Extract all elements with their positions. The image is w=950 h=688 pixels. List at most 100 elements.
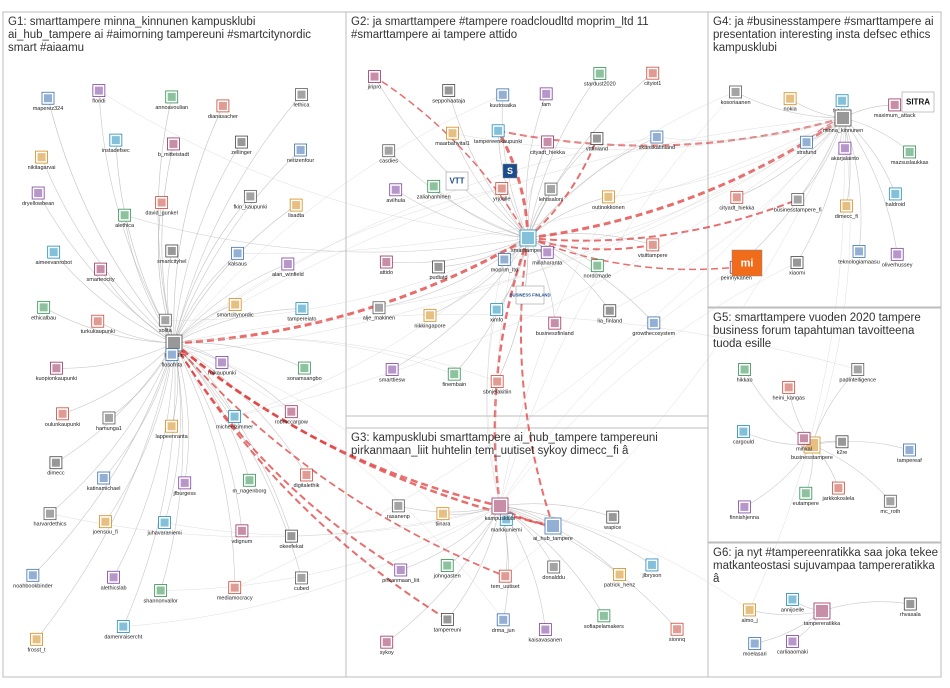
node-mazsuslaukkas[interactable]: mazsuslaukkas bbox=[891, 145, 929, 166]
node-hikkao[interactable]: hikkao bbox=[737, 363, 753, 383]
node-lappeenranta[interactable]: lappeenranta bbox=[156, 419, 189, 440]
node-tampereratikka[interactable]: tampereratikka bbox=[804, 602, 841, 627]
node-aimeevanrobot[interactable]: aimeevanrobot bbox=[35, 245, 72, 266]
node-b-mitteistadt[interactable]: b_mitteistadt bbox=[158, 137, 190, 158]
node-smarteocity[interactable]: smarteocity bbox=[87, 262, 115, 283]
node-yrjoalle[interactable]: yrjoalle bbox=[493, 182, 510, 203]
node-attido[interactable]: attido bbox=[380, 255, 393, 276]
node-wapice[interactable]: wapice bbox=[603, 510, 621, 531]
node-alethica[interactable]: alethica bbox=[115, 208, 135, 229]
node-eutampere[interactable]: eutampere bbox=[793, 486, 819, 507]
node-growthecosystem[interactable]: growthecosystem bbox=[632, 316, 676, 337]
node-mc-roth[interactable]: mc_roth bbox=[880, 494, 900, 515]
node-avilhula[interactable]: avilhula bbox=[386, 183, 406, 204]
node-flosofrita[interactable]: flosofrita bbox=[162, 348, 184, 369]
node-nikitagarvai[interactable]: nikitagarvai bbox=[28, 150, 56, 171]
node-annijoelle[interactable]: annijoelle bbox=[781, 593, 804, 613]
node-drma-jun[interactable]: drma_jun bbox=[492, 613, 515, 634]
node-tampereenkaupunki[interactable]: tampereenkaupunki bbox=[474, 124, 522, 145]
node-netizenfour[interactable]: netizenfour bbox=[287, 143, 314, 164]
node-skanskafinland[interactable]: skanskafinland bbox=[639, 130, 675, 151]
node-damenraisercht[interactable]: damenraisercht bbox=[104, 620, 143, 641]
node-heini-kangas[interactable]: heini_kangas bbox=[772, 380, 805, 401]
node-oulunkaupunki[interactable]: oulunkaupunki bbox=[45, 407, 80, 428]
node-padintelligence[interactable]: padintelligence bbox=[839, 363, 876, 383]
node-dimecc[interactable]: dimecc bbox=[47, 456, 65, 477]
node-tampereuni[interactable]: tampereuni bbox=[434, 613, 462, 633]
node-stardust2020[interactable]: stardust2020 bbox=[584, 67, 616, 88]
node-robmccargow[interactable]: robmccargow bbox=[275, 405, 308, 426]
node-alan-winfield[interactable]: alan_winfield bbox=[272, 257, 304, 278]
node-akarjalainto[interactable]: akarjalainto bbox=[831, 141, 859, 162]
node-donalddu[interactable]: donalddu bbox=[542, 560, 565, 581]
node-lisadta[interactable]: lisadta bbox=[288, 198, 305, 219]
node-seppohaataja[interactable]: seppohaataja bbox=[432, 84, 466, 104]
node-rasanenp[interactable]: rasanenp bbox=[387, 499, 410, 520]
node-ai-hub-tampere[interactable]: ai_hub_tampere bbox=[533, 517, 573, 542]
node-kalsaus[interactable]: kalsaus bbox=[228, 246, 247, 267]
node-tem-uutiset[interactable]: tem_uutiset bbox=[491, 569, 520, 590]
node-fkin-kaupunki[interactable]: fkin_kaupunki bbox=[234, 189, 268, 210]
node-smarttiesw[interactable]: smarttiesw bbox=[379, 363, 405, 384]
node-instadefsec[interactable]: instadefsec bbox=[102, 133, 130, 154]
node-carliaaomaki[interactable]: carliaaomaki bbox=[777, 635, 808, 655]
node-mihkal[interactable]: mihkal bbox=[796, 431, 812, 452]
node-lethica[interactable]: lethica bbox=[294, 88, 311, 109]
node-lehtisaloni[interactable]: lehtisaloni bbox=[539, 182, 563, 203]
node-maximum-attack[interactable]: maximum_attack bbox=[874, 98, 916, 119]
node-nikkingapore[interactable]: nikkingapore bbox=[414, 308, 446, 329]
node-finembain[interactable]: finembain bbox=[442, 367, 466, 388]
node-lia-finland[interactable]: lia_finland bbox=[597, 304, 622, 325]
node-noahbookbinder[interactable]: noahbookbinder bbox=[13, 568, 53, 589]
node-micheelzimmer[interactable]: micheelzimmer bbox=[216, 410, 253, 431]
node-cityadt-hiekka[interactable]: cityadt_hiekka bbox=[719, 190, 755, 211]
node-tampereiato[interactable]: tampereiato bbox=[287, 302, 316, 323]
node-vttfinland[interactable]: vttfinland bbox=[586, 132, 608, 153]
node-cityiot1[interactable]: cityiot1 bbox=[644, 66, 661, 87]
node-casdies[interactable]: casdies bbox=[379, 144, 398, 165]
node-nordcmade[interactable]: nordcmade bbox=[584, 259, 612, 280]
node-jarkkokoslela[interactable]: jarkkokoslela bbox=[821, 481, 855, 502]
node-sionnq[interactable]: sionnq bbox=[669, 622, 685, 643]
node-shannonvallor[interactable]: shannonvallor bbox=[144, 584, 178, 605]
node-rhvasala[interactable]: rhvasala bbox=[900, 597, 922, 618]
node-digitalethik[interactable]: digitalethik bbox=[293, 468, 320, 489]
node-ximfo[interactable]: ximfo bbox=[490, 303, 503, 324]
node-kampusklubi[interactable]: kampusklubi bbox=[485, 497, 516, 522]
node-pirkanmaan-liit[interactable]: pirkanmaan_liit bbox=[382, 563, 420, 584]
node-minna-kinnunen[interactable]: minna_kinnunen bbox=[823, 109, 863, 134]
node-annoavoulian[interactable]: annoavoulian bbox=[155, 90, 188, 111]
node-vdignum[interactable]: vdignum bbox=[232, 524, 253, 545]
node-oliverhussey[interactable]: oliverhussey bbox=[882, 247, 913, 268]
node-businessfinland[interactable]: businessfinland bbox=[536, 316, 574, 337]
node-m-nagenborg[interactable]: m_nagenborg bbox=[232, 473, 266, 494]
node-xiaomi[interactable]: xiaomi bbox=[789, 256, 805, 277]
node-kosoriaanen[interactable]: kosoriaanen bbox=[721, 85, 751, 106]
node-cityadt-hiekka[interactable]: cityadt_hiekka bbox=[530, 135, 566, 156]
node-jiripro[interactable]: jiripro bbox=[367, 70, 381, 91]
node-patrick-henz[interactable]: patrick_henz bbox=[604, 568, 635, 589]
node-sykoy[interactable]: sykoy bbox=[380, 635, 394, 656]
node-outinokkonen[interactable]: outinokkonen bbox=[592, 190, 625, 211]
node-sofiapelamakers[interactable]: sofiapelamakers bbox=[584, 609, 624, 630]
node-visittampere[interactable]: visittampere bbox=[638, 238, 668, 259]
node-millaharanta[interactable]: millaharanta bbox=[532, 245, 563, 266]
node-ethicalbau[interactable]: ethicalbau bbox=[31, 300, 56, 321]
node-almo-j[interactable]: almo_j bbox=[742, 603, 758, 624]
node-frosst-t[interactable]: frosst_t bbox=[28, 632, 47, 653]
node-kaisavasanen[interactable]: kaisavasanen bbox=[529, 623, 563, 644]
node-moelasari[interactable]: moelasari bbox=[743, 637, 767, 658]
node-markkuniemi[interactable]: markkuniemi bbox=[491, 513, 522, 533]
node-smarttampere[interactable]: smarttampere bbox=[511, 229, 545, 254]
node-cubed[interactable]: cubed bbox=[294, 571, 309, 592]
node-nokia[interactable]: nokia bbox=[784, 92, 798, 113]
node-tam[interactable]: tam bbox=[539, 87, 553, 108]
node-zellinger[interactable]: zellinger bbox=[231, 135, 252, 156]
node-turkukaupunki[interactable]: turkukaupunki bbox=[81, 314, 115, 335]
node-mediamocracy[interactable]: mediamocracy bbox=[217, 581, 253, 602]
node-floridi[interactable]: floridi bbox=[92, 84, 105, 105]
node-sonamsangbo[interactable]: sonamsangbo bbox=[287, 361, 322, 382]
node-katinamichael[interactable]: katinamichael bbox=[87, 471, 121, 492]
node-businesstampere-fi[interactable]: businesstampere_fi bbox=[774, 193, 822, 214]
node-david-gunkel[interactable]: david_gunkel bbox=[145, 196, 178, 217]
